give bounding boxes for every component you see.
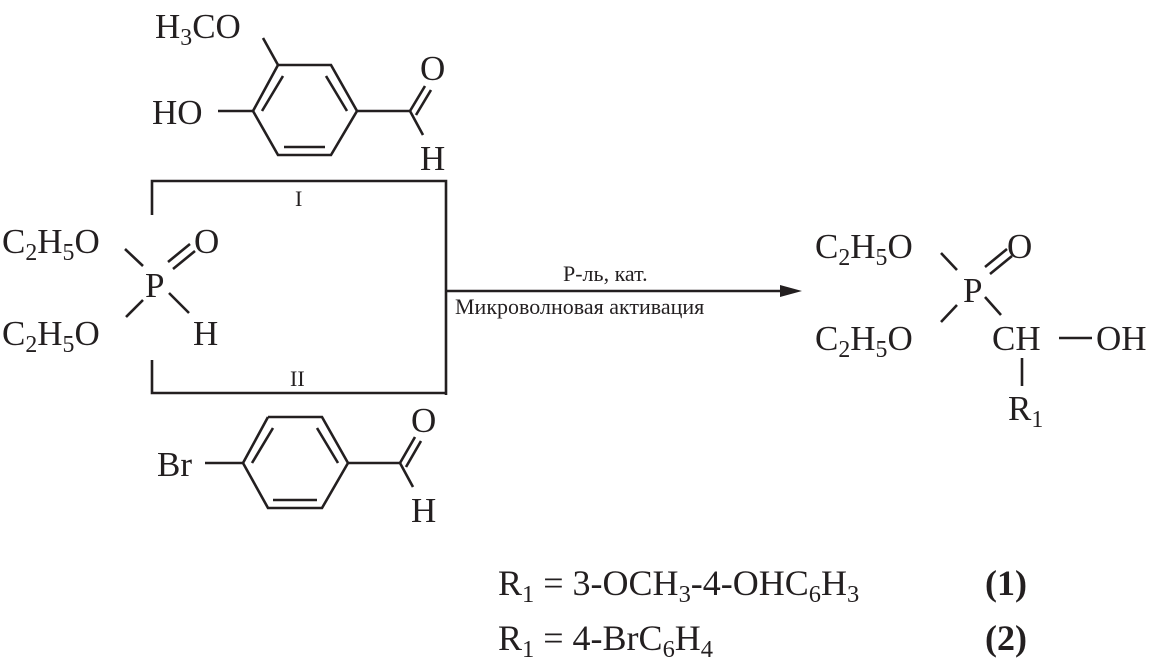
p-h-bond: [168, 292, 190, 314]
legend-formula-1: R1 = 3-OCH3-4-OHC6H3: [498, 563, 859, 608]
carbonyl-bond: [408, 85, 427, 112]
phosphorus-label: P: [145, 266, 164, 305]
p-double-o-bond: [167, 242, 191, 264]
ring-double-bond: [315, 427, 340, 464]
vanillin-molecule: H3CO HO O H: [152, 7, 445, 178]
methoxy-bond: [261, 37, 280, 66]
bromobenzaldehyde-molecule: Br O H: [157, 401, 436, 530]
benzene-ring: [251, 63, 359, 157]
ring-double-bond: [250, 427, 275, 464]
oxo-label: O: [194, 222, 219, 261]
reaction-arrow: Р-ль, кат. Микроволновая активация: [446, 261, 802, 319]
ethoxy-bottom-label: C2H5O: [815, 319, 913, 363]
aldehyde-hydrogen: H: [420, 139, 445, 178]
p-o-bond: [125, 299, 144, 318]
p-double-o-bond: [984, 247, 1008, 269]
route-bracket-1: [150, 179, 448, 395]
aldehyde-hydrogen: H: [411, 491, 436, 530]
product-molecule: C2H5O C2H5O P O CH OH R1: [815, 227, 1147, 433]
p-o-bond: [940, 304, 958, 323]
hydroxy-label: HO: [152, 93, 203, 132]
route-label-2: II: [290, 366, 305, 391]
carbonyl-bond: [404, 440, 423, 468]
r1-label: R1: [1008, 389, 1043, 433]
carbonyl-bond: [414, 89, 433, 116]
arrow-condition-below: Микроволновая активация: [455, 294, 704, 319]
route-bracket-2: [150, 360, 446, 395]
oh-label: OH: [1096, 319, 1147, 358]
arrow-condition-above: Р-ль, кат.: [563, 261, 648, 286]
benzene-ring: [241, 415, 350, 510]
phosphorus-label: P: [963, 271, 982, 310]
methoxy-label: H3CO: [155, 7, 241, 51]
p-o-bond: [124, 248, 144, 267]
aldehyde-oxygen: O: [420, 49, 445, 88]
legend-number-2: (2): [985, 618, 1027, 658]
ring-double-bond: [324, 75, 349, 112]
ch-label: CH: [992, 319, 1041, 358]
route-label-1: I: [295, 186, 302, 211]
p-c-bond: [984, 296, 1002, 316]
ethoxy-bottom-label: C2H5O: [2, 314, 100, 358]
p-double-o-bond: [172, 249, 196, 271]
legend-number-1: (1): [985, 563, 1027, 603]
aldehyde-h-bond: [408, 110, 425, 136]
p-double-o-bond: [989, 254, 1013, 276]
substituent-legend: R1 = 3-OCH3-4-OHC6H3 (1) R1 = 4-BrC6H4 (…: [498, 563, 1027, 663]
ring-double-bond: [260, 75, 285, 112]
arrow-head-icon: [780, 285, 802, 297]
diethyl-phosphite-molecule: C2H5O C2H5O P O H: [2, 222, 219, 358]
aldehyde-h-bond: [398, 462, 415, 488]
legend-formula-2: R1 = 4-BrC6H4: [498, 618, 713, 663]
ethoxy-top-label: C2H5O: [815, 227, 913, 271]
carbonyl-bond: [398, 436, 417, 464]
p-o-bond: [940, 252, 958, 271]
hydrogen-label: H: [193, 314, 218, 353]
ethoxy-top-label: C2H5O: [2, 222, 100, 266]
bromo-label: Br: [157, 445, 192, 484]
aldehyde-oxygen: O: [411, 401, 436, 440]
oxo-label: O: [1007, 227, 1032, 266]
